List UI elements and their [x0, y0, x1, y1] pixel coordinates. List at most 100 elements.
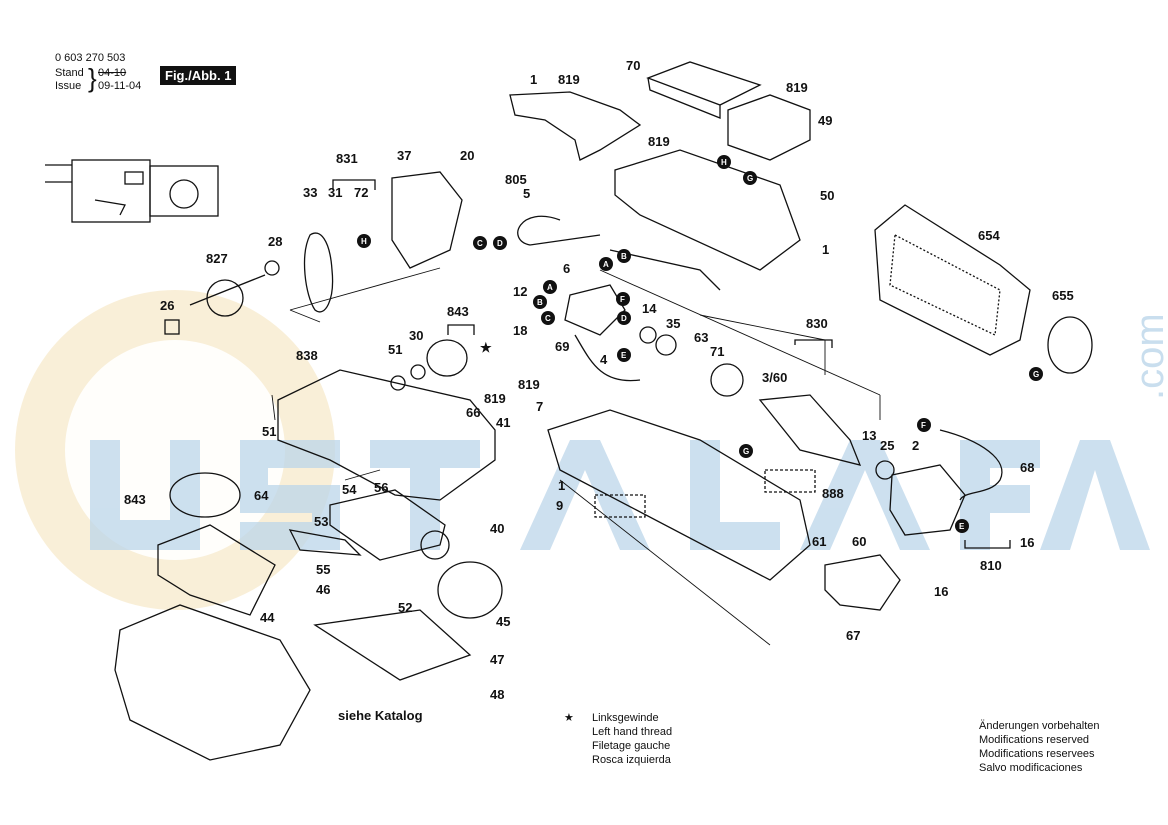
callout-label: 47 — [490, 652, 504, 667]
marker-label: B — [537, 298, 543, 307]
marker-f-2 — [917, 418, 931, 432]
marker-h-1 — [717, 155, 731, 169]
marker-label: F — [620, 295, 625, 304]
callout-label: 35 — [666, 316, 680, 331]
label-part-888 — [764, 469, 816, 493]
callout-label: 9 — [556, 498, 563, 513]
marker-b-2 — [533, 295, 547, 309]
callout-label: 654 — [978, 228, 1000, 243]
marker-a-1 — [599, 257, 613, 271]
bracket-830 — [794, 339, 833, 348]
callout-label: 26 — [160, 298, 174, 313]
callout-label: 16 — [1020, 535, 1034, 550]
callout-label: 25 — [880, 438, 894, 453]
callout-label: 72 — [354, 185, 368, 200]
callout-label: 45 — [496, 614, 510, 629]
marker-label: E — [621, 351, 627, 360]
bearing-part-25 — [875, 460, 895, 480]
callout-label: 2 — [912, 438, 919, 453]
bracket-831 — [332, 179, 376, 190]
stand-label: Stand — [55, 67, 84, 79]
marker-label: A — [547, 283, 553, 292]
callout-label: 64 — [254, 488, 269, 503]
callout-label: 1 — [530, 72, 537, 87]
callout-label: 69 — [555, 339, 569, 354]
plate-part-52 — [329, 489, 446, 561]
marker-h-2 — [357, 234, 371, 248]
callout-label: 14 — [642, 301, 657, 316]
marker-d-1 — [493, 236, 507, 250]
marker-g-2 — [1029, 367, 1043, 381]
callout-label: 54 — [342, 482, 357, 497]
marker-c-1 — [473, 236, 487, 250]
cap-part-655 — [1047, 316, 1093, 374]
housing-upper — [614, 149, 801, 271]
dust-box-part-654 — [874, 204, 1031, 356]
callout-label: 819 — [786, 80, 808, 95]
note-line: Left hand thread — [592, 726, 673, 738]
callout-label: 60 — [852, 534, 866, 549]
callout-label: 830 — [806, 316, 828, 331]
callout-label: 55 — [316, 562, 330, 577]
marker-g-1 — [743, 171, 757, 185]
callout-label: 46 — [316, 582, 330, 597]
callout-label: 4 — [600, 352, 608, 367]
marker-e-2 — [955, 519, 969, 533]
note-line: Änderungen vorbehalten — [979, 720, 1100, 732]
callout-label: 805 — [505, 172, 527, 187]
wire-part-69 — [574, 334, 641, 382]
wire-part-68 — [939, 429, 1003, 501]
callout-label: 843 — [124, 492, 146, 507]
callout-label: 48 — [490, 687, 504, 702]
marker-label: E — [959, 522, 965, 531]
callout-label: 52 — [398, 600, 412, 615]
cover-part-37 — [391, 171, 463, 269]
callout-label: 68 — [1020, 460, 1034, 475]
star-symbol: ★ — [564, 712, 574, 724]
callout-label: 6 — [563, 261, 570, 276]
callout-label: 28 — [268, 234, 282, 249]
callout-label: 1 — [558, 478, 565, 493]
switch-box-part-49 — [727, 94, 811, 161]
gearbox-housing-part-838 — [277, 369, 496, 501]
marker-label: A — [603, 260, 609, 269]
callout-label: 827 — [206, 251, 228, 266]
marker-f-1 — [616, 292, 630, 306]
toothed-belt-part-33 — [303, 232, 334, 313]
marker-label: G — [1033, 370, 1039, 379]
callout-label: 50 — [820, 188, 834, 203]
issue-value: 09-11-04 — [98, 80, 142, 92]
main-housing-part-9 — [547, 409, 811, 581]
callout-label: 655 — [1052, 288, 1074, 303]
callout-label: 49 — [818, 113, 832, 128]
belt-label: siehe Katalog — [338, 708, 423, 723]
callout-label: 831 — [336, 151, 358, 166]
callout-label: 71 — [710, 344, 724, 359]
cable-part-805 — [517, 215, 721, 291]
base-plate-part-47 — [313, 609, 472, 681]
callout-label: 66 — [466, 405, 480, 420]
callout-label: 41 — [496, 415, 510, 430]
marker-d-2 — [617, 311, 631, 325]
callout-label: 16 — [934, 584, 948, 599]
note-line: Salvo modificaciones — [979, 762, 1083, 774]
callout-label: 819 — [518, 377, 540, 392]
callout-label: 56 — [374, 480, 388, 495]
callout-label: 70 — [626, 58, 640, 73]
bearing-part-28 — [264, 260, 280, 276]
pulley-part-843 — [426, 339, 468, 377]
callout-label: 40 — [490, 521, 504, 536]
dust-box-filter — [889, 233, 1001, 336]
marker-e-1 — [617, 348, 631, 362]
note-line: Modifications reservees — [979, 748, 1095, 760]
callout-label: 31 — [328, 185, 342, 200]
bracket-810 — [964, 540, 1011, 549]
callout-label: 53 — [314, 514, 328, 529]
callout-label: 5 — [523, 186, 530, 201]
callout-label: 20 — [460, 148, 474, 163]
marker-a-2 — [543, 280, 557, 294]
callout-label: 30 — [409, 328, 423, 343]
plate-part-70 — [646, 61, 762, 119]
